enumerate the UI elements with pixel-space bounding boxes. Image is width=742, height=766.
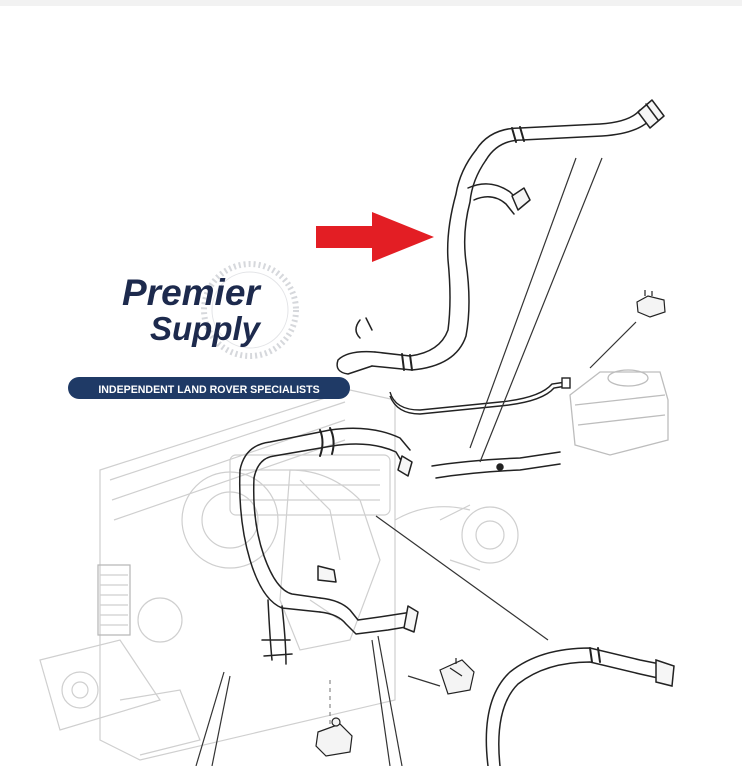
gear-icon (201, 261, 299, 359)
red-pointer-arrow (316, 212, 434, 262)
metal-bleed-pipe (389, 377, 571, 415)
tagline-banner (68, 377, 350, 399)
logo-word-premier: Premier (122, 272, 262, 313)
logo-word-supply: Supply (150, 310, 262, 347)
logo-tagline: INDEPENDENT LAND ROVER SPECIALISTS (98, 384, 319, 396)
top-strip (0, 0, 742, 6)
callout-leader-lines (195, 157, 637, 766)
upper-coolant-hose (336, 99, 665, 375)
premier-supply-logo: Premier Supply INDEPENDENT LAND ROVER SP… (68, 261, 350, 399)
radiator-hose-cluster (238, 427, 419, 665)
sensor-clip-mid (439, 658, 475, 695)
engine-block-faint (39, 389, 519, 761)
sensor-clip-top (636, 290, 666, 318)
expansion-tank (569, 369, 669, 456)
sensor-clip-bottom (315, 717, 353, 757)
lower-return-hose (431, 451, 675, 766)
